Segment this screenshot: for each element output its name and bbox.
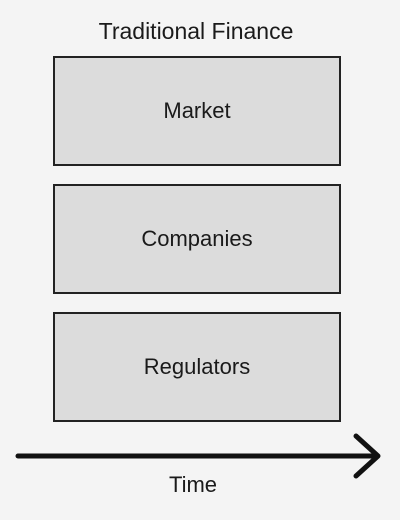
diagram-title: Traditional Finance [98,18,294,44]
arrow-head-icon [353,433,381,479]
companies-box-label: Companies [141,226,253,251]
market-box: Market [53,56,341,166]
time-axis-label: Time [168,472,218,497]
regulators-box-label: Regulators [143,354,251,379]
market-box-label: Market [163,98,231,123]
time-arrow [15,433,381,479]
companies-box: Companies [53,184,341,294]
regulators-box: Regulators [53,312,341,422]
